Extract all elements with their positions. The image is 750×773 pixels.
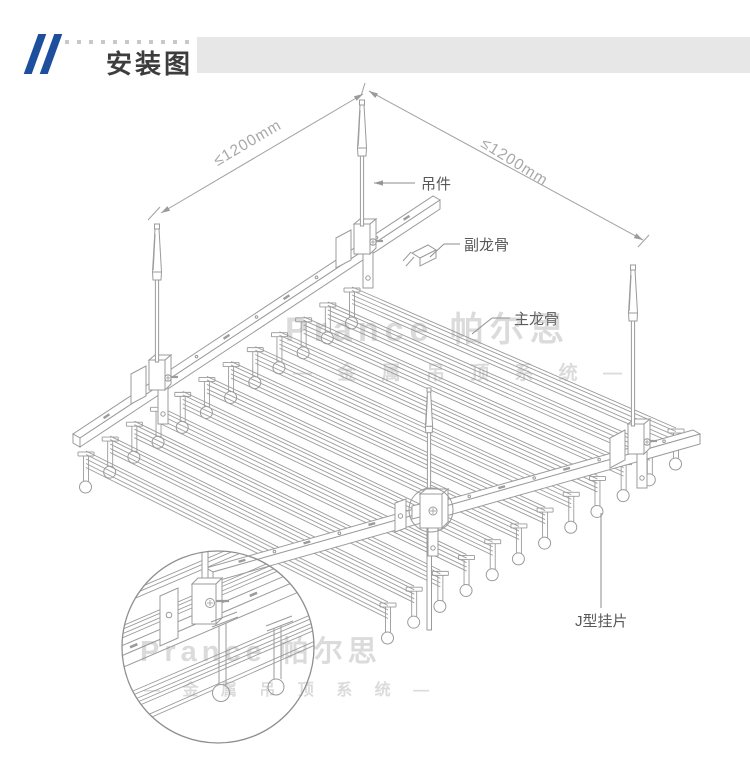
diagram-linework: [72, 99, 702, 744]
j-clip-label: J型挂片: [575, 613, 628, 630]
main-keel-label: 主龙骨: [514, 311, 559, 328]
hanger-label: 吊件: [421, 176, 451, 193]
dotted-divider: [65, 40, 189, 44]
annotation-lines: [147, 82, 650, 608]
logo-slashes-icon: [23, 34, 66, 76]
sub-keel-label: 副龙骨: [464, 237, 509, 254]
dim-right-label: ≤1200mm: [478, 135, 551, 190]
page-title: 安装图: [106, 49, 194, 79]
header-bar: [197, 37, 750, 73]
